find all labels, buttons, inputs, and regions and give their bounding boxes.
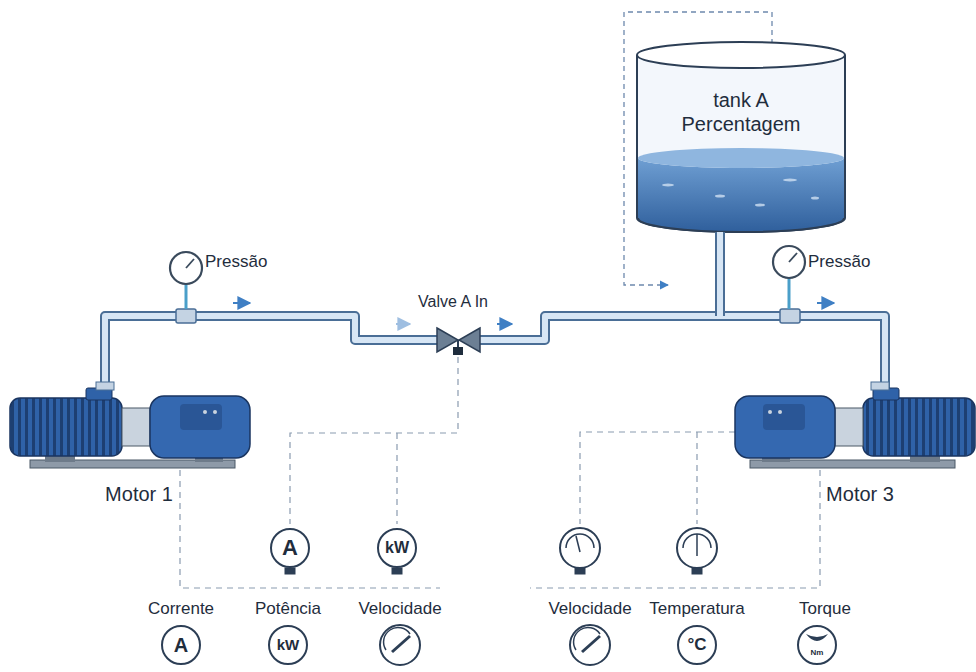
motor-pump (735, 382, 975, 468)
valve-label: Valve A In (418, 293, 488, 311)
tank (637, 42, 845, 232)
icon-text: A (282, 535, 298, 561)
icon-text: kW (385, 538, 409, 557)
icon-text: °C (687, 635, 706, 655)
icon-circle: kW (377, 528, 417, 568)
measure-label: Velocidade (358, 600, 441, 619)
gauge-stem (285, 568, 702, 574)
motor-label: Motor 3 (826, 483, 894, 505)
icon-text: Nm (811, 648, 824, 658)
pressure-label: Pressão (205, 253, 267, 272)
fitting (780, 309, 800, 323)
pipe (105, 232, 885, 388)
measure-label: Velocidade (548, 600, 631, 619)
icon-circle: kW (268, 625, 308, 665)
motor-label: Motor 1 (105, 483, 173, 505)
speed-icon (380, 625, 610, 665)
speed-needle (384, 628, 600, 652)
icon-circle: °C (677, 625, 717, 665)
tank-label-box: tank A Percentagem (666, 76, 816, 148)
measure-label: Torque (799, 600, 851, 619)
icon-text: kW (277, 636, 300, 654)
icon-circle: A (270, 528, 310, 568)
tank-text: tank A Percentagem (676, 88, 806, 136)
measure-label: Corrente (148, 600, 214, 619)
dial-gauge (560, 528, 717, 568)
fitting (176, 309, 196, 323)
icon-circle: A (161, 625, 201, 665)
measure-label: Potência (255, 600, 321, 619)
dial-needle (566, 534, 711, 556)
motor-pump (10, 382, 250, 468)
control-line (180, 357, 820, 588)
icon-text: A (174, 633, 188, 657)
torque-symbol (806, 634, 828, 641)
flow-arrow (233, 303, 834, 324)
valve (437, 328, 480, 355)
measure-label: Temperatura (649, 600, 744, 619)
pressure-label: Pressão (808, 253, 870, 272)
icon-circle: Nm (797, 625, 837, 665)
